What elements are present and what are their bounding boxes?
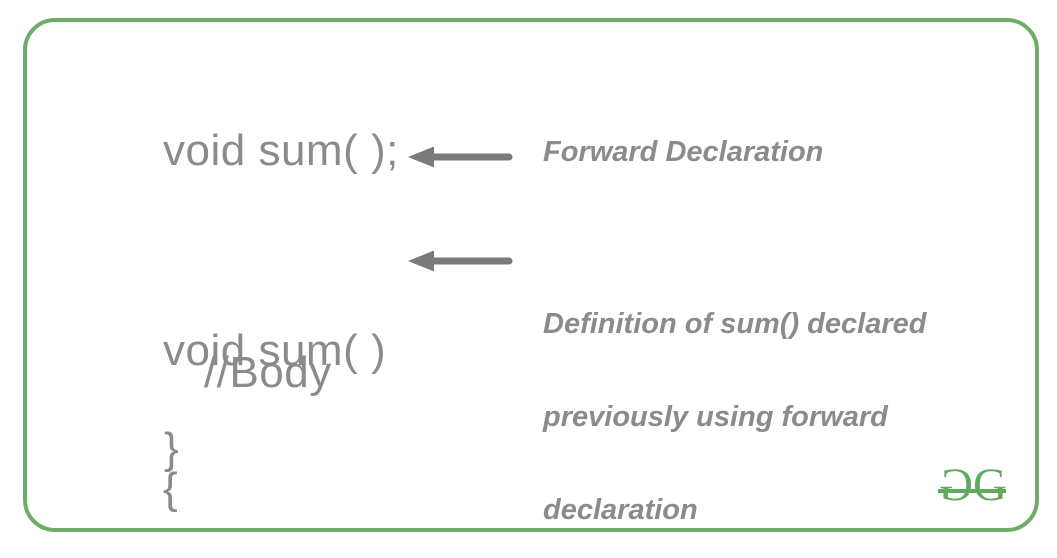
logo-letter-g: G [972, 459, 1007, 511]
close-brace: } [164, 424, 180, 473]
arrow-left-icon [408, 250, 513, 272]
geeksforgeeks-logo: GG [938, 459, 1007, 511]
logo-letter-mirrored-g: G [941, 459, 973, 511]
body-comment: //Body [204, 348, 332, 397]
forward-declaration-code: void sum( ); [163, 126, 399, 175]
open-brace: { [163, 464, 179, 513]
definition-signature: void sum( ) [163, 326, 387, 375]
forward-declaration-label: Forward Declaration [543, 136, 824, 168]
arrow-left-icon [408, 146, 513, 168]
definition-label: Definition of sum() declared previously … [543, 247, 926, 558]
border-frame [23, 18, 1039, 532]
definition-label-line: declaration [543, 494, 698, 526]
definition-label-line: previously using forward [543, 401, 888, 433]
logo-crossbar [938, 489, 1006, 493]
definition-code: void sum( ) { [163, 236, 386, 558]
definition-label-line: Definition of sum() declared [543, 308, 927, 340]
